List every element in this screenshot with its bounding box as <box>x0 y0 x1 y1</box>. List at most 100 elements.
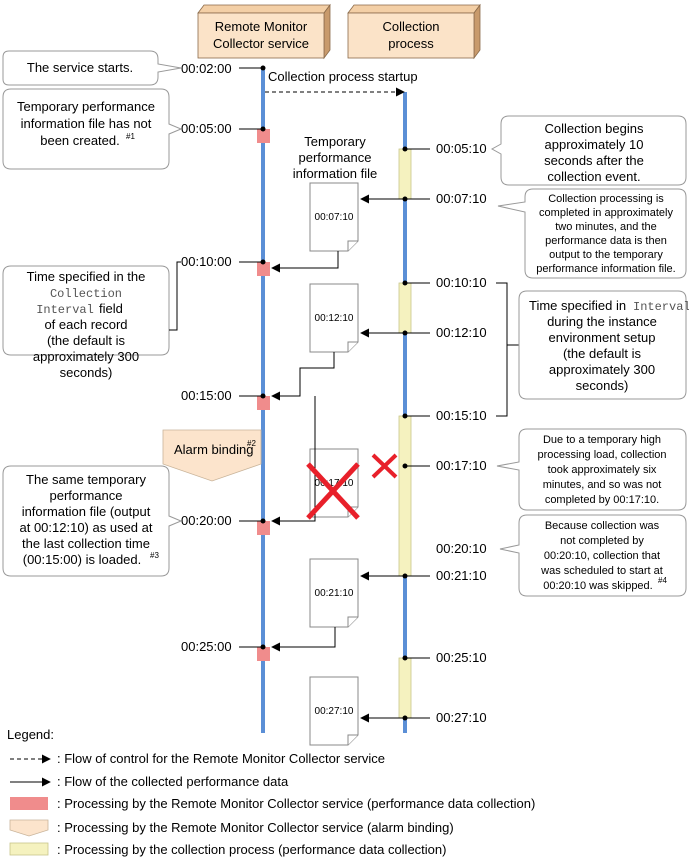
file-icon-2110: 00:21:10 <box>309 558 359 628</box>
svg-text:00:17:10: 00:17:10 <box>436 458 487 473</box>
file-icon-0710: 00:07:10 <box>309 182 359 252</box>
svg-text:00:27:10: 00:27:10 <box>436 710 487 725</box>
legend-item-process-collection: : Processing by the collection process (… <box>57 842 446 857</box>
svg-text:00:20:00: 00:20:00 <box>181 513 232 528</box>
svg-text:(00:15:00) is loaded.: (00:15:00) is loaded. <box>23 552 142 567</box>
failed-output-cross-icon <box>371 453 398 479</box>
legend-item-alarm-binding: : Processing by the Remote Monitor Colle… <box>57 820 454 835</box>
svg-text:The same temporary: The same temporary <box>26 472 146 487</box>
file-icon-2710: 00:27:10 <box>309 676 359 746</box>
svg-text:(the default is: (the default is <box>47 333 126 348</box>
callout-service-starts: The service starts. <box>2 50 182 86</box>
svg-text:performance: performance <box>50 488 123 503</box>
svg-text:completed by 00:17:10.: completed by 00:17:10. <box>545 494 659 506</box>
svg-text:approximately 10: approximately 10 <box>545 137 644 152</box>
alarm-binding-marker: Alarm binding #2 <box>162 429 262 482</box>
svg-text:00:20:10, collection that: 00:20:10, collection that <box>544 550 660 562</box>
svg-text:00:05:00: 00:05:00 <box>181 121 232 136</box>
svg-text:Collection begins: Collection begins <box>544 121 644 136</box>
svg-text:The service starts.: The service starts. <box>27 60 133 75</box>
legend-item-collector-collection: : Processing by the Remote Monitor Colle… <box>57 796 535 811</box>
callout-skipped: Because collection was not completed by … <box>499 514 687 597</box>
svg-text:minutes, and so was not: minutes, and so was not <box>543 479 662 491</box>
alarm-binding-label: Alarm binding <box>174 442 254 457</box>
svg-text:information file (output: information file (output <box>22 504 151 519</box>
header-process-line2: process <box>388 36 434 51</box>
svg-text:Time specified in: Time specified in <box>529 298 626 313</box>
process-time-labels: 00:05:10 00:07:10 00:10:10 00:12:10 00:1… <box>402 141 487 725</box>
svg-text:approximately 300: approximately 300 <box>33 349 139 364</box>
header-collector: Remote Monitor Collector service <box>197 3 331 60</box>
header-collector-line1: Remote Monitor <box>215 19 308 34</box>
svg-text:performance information file.: performance information file. <box>536 263 675 275</box>
svg-text:information file has not: information file has not <box>21 116 152 131</box>
svg-text:processing load, collection: processing load, collection <box>537 449 666 461</box>
svg-text:of each record: of each record <box>44 317 127 332</box>
svg-text:00:25:10: 00:25:10 <box>436 650 487 665</box>
svg-text:performance: performance <box>299 150 372 165</box>
svg-text:Collection: Collection <box>50 287 122 301</box>
svg-text:00:12:10: 00:12:10 <box>315 313 354 324</box>
file-icon-1710: 00:17:10 <box>309 448 359 518</box>
svg-text:00:07:10: 00:07:10 <box>436 191 487 206</box>
svg-text:00:25:00: 00:25:00 <box>181 639 232 654</box>
svg-text:not completed by: not completed by <box>560 535 644 547</box>
svg-text:Due to a temporary high: Due to a temporary high <box>543 434 661 446</box>
svg-text:Because collection was: Because collection was <box>545 520 660 532</box>
svg-text:00:15:00: 00:15:00 <box>181 388 232 403</box>
svg-text:performance data is then: performance data is then <box>545 235 667 247</box>
svg-text:Time specified in the: Time specified in the <box>27 269 146 284</box>
svg-text:00:10:10: 00:10:10 <box>436 275 487 290</box>
legend: Legend: : Flow of control for the Remote… <box>7 727 535 857</box>
alarm-binding-note: #2 <box>247 439 256 448</box>
svg-text:output to the temporary: output to the temporary <box>549 249 663 261</box>
svg-text:00:20:10 was skipped.: 00:20:10 was skipped. <box>543 580 652 592</box>
svg-text:00:17:10: 00:17:10 <box>315 478 354 489</box>
svg-text:00:05:10: 00:05:10 <box>436 141 487 156</box>
svg-text:00:27:10: 00:27:10 <box>315 706 354 717</box>
svg-text:information file: information file <box>293 166 378 181</box>
svg-text:field: field <box>99 301 123 316</box>
header-process-line1: Collection <box>382 19 439 34</box>
svg-text:been created.: been created. <box>40 133 120 148</box>
svg-text:Temporary performance: Temporary performance <box>17 99 155 114</box>
svg-text:00:10:00: 00:10:00 <box>181 254 232 269</box>
svg-text:environment setup: environment setup <box>549 330 656 345</box>
svg-text:the last collection time: the last collection time <box>22 536 150 551</box>
legend-title: Legend: <box>7 727 54 742</box>
callout-collection-completed: Collection processing is completed in ap… <box>497 188 687 279</box>
svg-text:seconds): seconds) <box>576 378 629 393</box>
header-process: Collection process <box>347 3 481 60</box>
svg-text:00:20:10: 00:20:10 <box>436 541 487 556</box>
temp-file-label: Temporary performance information file <box>293 134 378 181</box>
file-icon-1210: 00:12:10 <box>309 283 359 353</box>
svg-text:00:21:10: 00:21:10 <box>436 568 487 583</box>
svg-text:at 00:12:10) as used at: at 00:12:10) as used at <box>20 520 153 535</box>
svg-text:during the instance: during the instance <box>547 314 657 329</box>
svg-text:#3: #3 <box>150 551 159 560</box>
svg-text:00:12:10: 00:12:10 <box>436 325 487 340</box>
svg-text:Temporary: Temporary <box>304 134 366 149</box>
svg-text:approximately 300: approximately 300 <box>549 362 655 377</box>
svg-text:took approximately six: took approximately six <box>548 464 657 476</box>
svg-text:00:21:10: 00:21:10 <box>315 588 354 599</box>
svg-text:(the default is: (the default is <box>563 346 642 361</box>
callout-collection-interval: Time specified in the Collection Interva… <box>2 261 181 380</box>
load-arrows <box>271 251 339 652</box>
collector-collection-blocks <box>257 129 270 661</box>
svg-text:00:07:10: 00:07:10 <box>315 212 354 223</box>
callout-instance-interval: Time specified in Interval during the in… <box>496 282 689 417</box>
svg-text:was scheduled to start at: was scheduled to start at <box>540 565 663 577</box>
svg-text:Interval: Interval <box>633 300 689 314</box>
legend-item-data-flow: : Flow of the collected performance data <box>57 774 289 789</box>
legend-item-control-flow: : Flow of control for the Remote Monitor… <box>57 751 385 766</box>
svg-text:two minutes, and the: two minutes, and the <box>555 221 657 233</box>
svg-text:collection event.: collection event. <box>547 169 640 184</box>
callout-high-load: Due to a temporary high processing load,… <box>496 428 687 511</box>
svg-text:seconds): seconds) <box>60 365 113 380</box>
svg-text:#4: #4 <box>658 576 667 585</box>
header-collector-line2: Collector service <box>213 36 309 51</box>
svg-text:#1: #1 <box>126 132 135 141</box>
callout-not-created: Temporary performance information file h… <box>2 88 183 170</box>
